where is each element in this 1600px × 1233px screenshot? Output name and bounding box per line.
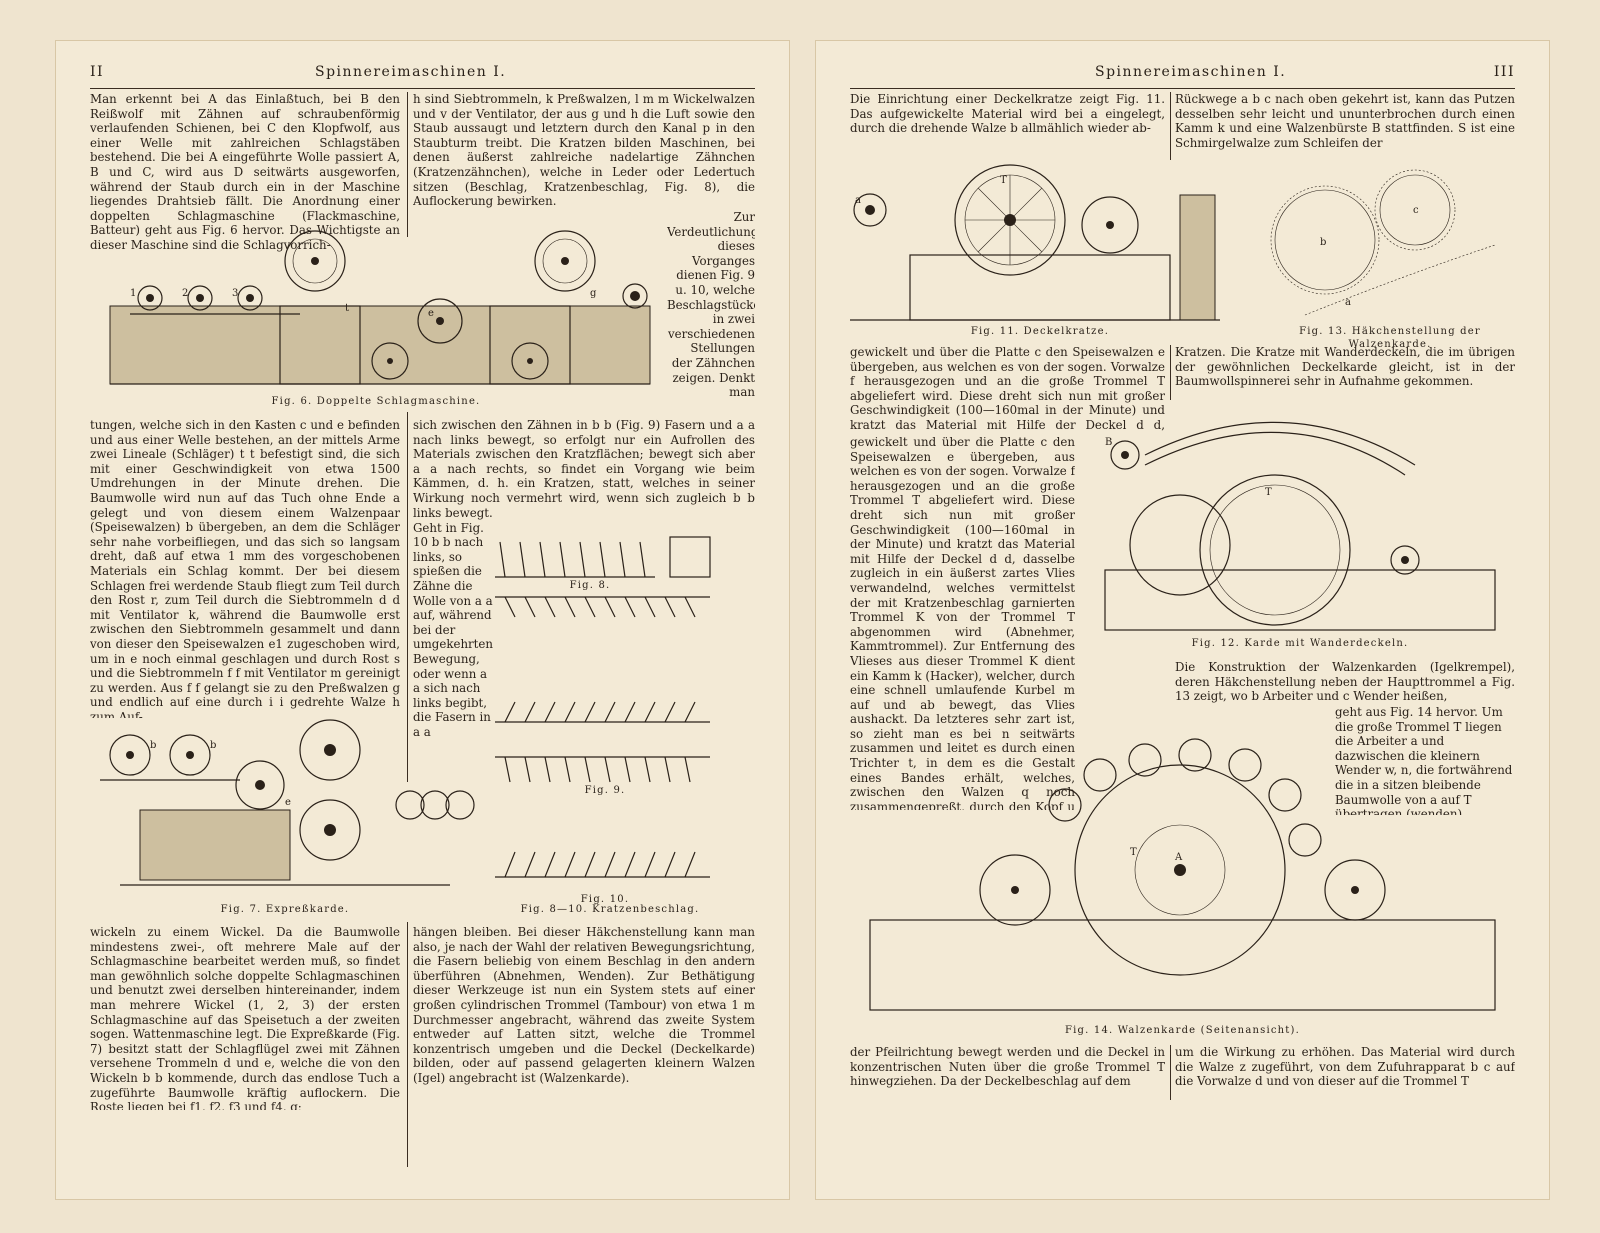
figure-caption: Fig. 13. Häkchenstellung der Walzenkarde… — [1299, 326, 1481, 350]
svg-text:a: a — [1345, 297, 1351, 308]
column-rule — [1170, 92, 1171, 160]
svg-text:3: 3 — [232, 288, 238, 299]
svg-text:t: t — [345, 303, 349, 314]
svg-text:a: a — [855, 195, 861, 206]
column-rule — [1170, 345, 1171, 400]
svg-text:2: 2 — [182, 288, 188, 299]
figure-caption: Fig. 14. Walzenkarde (Seitenansicht). — [1065, 1025, 1300, 1036]
column-rule — [407, 922, 408, 1167]
svg-text:g: g — [590, 288, 597, 299]
column-rule — [407, 412, 408, 782]
text-block: Zur Verdeutlichung dieses Vorganges dien… — [667, 210, 755, 400]
svg-text:A: A — [1174, 852, 1183, 863]
figure-caption: Fig. 11. Deckelkratze. — [970, 326, 1110, 337]
left-page: II Spinnereimaschinen I. Man erkennt bei… — [55, 40, 790, 1200]
text-block: links bewegt. Geht in Fig. 10 b b nach l… — [413, 506, 493, 739]
text-block: gewickelt und über die Platte c den Spei… — [850, 345, 1165, 433]
running-title: Spinnereimaschinen I. — [1095, 64, 1287, 80]
text-block: der Pfeilrichtung bewegt werden und die … — [850, 1045, 1165, 1089]
text-block: um die Wirkung zu erhöhen. Das Material … — [1175, 1045, 1515, 1089]
text-block: geht aus Fig. 14 hervor. Um die große Tr… — [1335, 705, 1513, 815]
figure-caption: Fig. 6. Doppelte Schlagmaschine. — [271, 396, 481, 407]
left-header: II Spinnereimaschinen I. — [90, 64, 755, 84]
svg-text:T: T — [1000, 175, 1007, 186]
text-block: h sind Siebtrommeln, k Preßwalzen, l m m… — [413, 92, 755, 209]
figure-7: b b e — [90, 710, 480, 900]
figure-13: b c a — [1265, 165, 1515, 325]
header-rule — [850, 88, 1515, 89]
page-number: II — [90, 64, 105, 80]
text-block: gewickelt und über die Platte c den Spei… — [850, 435, 1075, 810]
text-block: hängen bleiben. Bei dieser Häkchenstellu… — [413, 925, 755, 1085]
svg-text:c: c — [1413, 205, 1419, 216]
right-header: Spinnereimaschinen I. III — [850, 64, 1515, 84]
svg-text:e: e — [285, 797, 291, 808]
text-block: Die Einrichtung einer Deckelkratze zeigt… — [850, 92, 1165, 136]
text-block: tungen, welche sich in den Kasten c und … — [90, 418, 400, 718]
figure-caption: Fig. 8—10. Kratzenbeschlag. — [520, 904, 700, 915]
text-block: Die Konstruktion der Walzenkarden (Igelk… — [1175, 660, 1515, 704]
text-block: Kratzen. Die Kratze mit Wanderdeckeln, d… — [1175, 345, 1515, 389]
figure-caption: Fig. 9. — [584, 785, 626, 796]
text-block: sich zwischen den Zähnen in b b (Fig. 9)… — [413, 418, 755, 506]
text-block: Man erkennt bei A das Einlaßtuch, bei B … — [90, 92, 400, 252]
right-page: Spinnereimaschinen I. III Die Einrichtun… — [815, 40, 1550, 1200]
svg-text:b: b — [1320, 237, 1326, 248]
figure-caption: Fig. 12. Karde mit Wanderdeckeln. — [1191, 638, 1409, 649]
column-rule — [1170, 1045, 1171, 1100]
text-block: Rückwege a b c nach oben gekehrt ist, ka… — [1175, 92, 1515, 150]
header-rule — [90, 88, 755, 89]
figure-caption: Fig. 10. — [580, 894, 630, 905]
figure-6: 1 2 3 t e g — [90, 226, 662, 391]
figure-caption: Fig. 8. — [569, 580, 611, 591]
svg-text:e: e — [428, 308, 434, 319]
svg-text:b: b — [210, 740, 216, 751]
svg-text:b: b — [150, 740, 156, 751]
running-title: Spinnereimaschinen I. — [315, 64, 507, 80]
svg-text:T: T — [1265, 487, 1272, 498]
page-number: III — [1493, 64, 1515, 80]
svg-text:B: B — [1105, 437, 1112, 448]
svg-text:T: T — [1130, 847, 1137, 858]
figures-8-10 — [495, 522, 720, 882]
svg-text:1: 1 — [130, 288, 136, 299]
column-rule — [407, 92, 408, 237]
text-block: wickeln zu einem Wickel. Da die Baumwoll… — [90, 925, 400, 1110]
figure-caption: Fig. 7. Expreßkarde. — [220, 904, 350, 915]
